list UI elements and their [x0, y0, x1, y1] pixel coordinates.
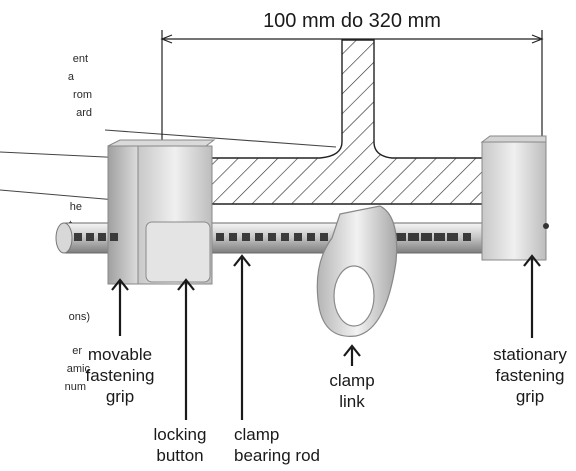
left-text-9: amic	[67, 363, 91, 375]
rod-hole	[86, 233, 94, 241]
arrow-movable-grip	[111, 278, 129, 336]
left-text-8: er	[72, 345, 82, 357]
rod-hole	[110, 233, 118, 241]
rod-hole	[421, 233, 429, 241]
left-text-1: ent	[73, 53, 88, 65]
dimension-line: 100 mm do 320 mm	[160, 10, 544, 150]
label-link-line-1: clamp	[329, 371, 374, 390]
stationary-grip-pin	[543, 223, 549, 229]
dimension-label: 100 mm do 320 mm	[263, 10, 441, 32]
rod-adjustment-holes	[216, 233, 471, 241]
movable-grip-rod-holes	[74, 233, 118, 241]
left-text-3: rom	[73, 89, 92, 101]
label-stationary-line-2: fastening	[496, 366, 565, 385]
left-annotation-text: ent a rom ard he t ons) er amic num	[65, 53, 92, 393]
part-labels: movable fastening grip locking button cl…	[86, 345, 568, 465]
label-link-line-2: link	[339, 392, 365, 411]
arrow-clamp-rod	[233, 254, 251, 420]
rod-hole	[281, 233, 289, 241]
rod-hole	[408, 233, 416, 241]
rod-hole	[255, 233, 263, 241]
callout-arrows	[111, 254, 541, 420]
label-stationary-line-3: grip	[516, 387, 544, 406]
clamp-link-eye	[333, 265, 375, 327]
rod-hole	[294, 233, 302, 241]
label-rod-line-1: clamp	[234, 425, 279, 444]
label-locking-line-1: locking	[154, 425, 207, 444]
left-text-10: num	[65, 381, 86, 393]
rod-hole	[74, 233, 82, 241]
locking-button-face	[145, 221, 211, 283]
rod-end-cap	[55, 222, 73, 254]
label-locking-line-2: button	[156, 446, 203, 465]
left-text-5: he	[70, 201, 82, 213]
leader-line-3	[0, 189, 117, 201]
movable-grip-top	[107, 139, 216, 147]
rod-hole	[268, 233, 276, 241]
label-stationary-line-1: stationary	[493, 345, 567, 364]
stationary-grip-top	[480, 135, 547, 143]
clamp-link	[316, 205, 398, 337]
rod-hole	[98, 233, 106, 241]
rod-hole	[320, 233, 328, 241]
movable-fastening-grip	[74, 139, 216, 285]
movable-grip-side	[107, 145, 139, 285]
leader-line-1	[104, 129, 337, 148]
rod-hole	[447, 233, 455, 241]
rod-hole	[242, 233, 250, 241]
left-text-2: a	[68, 71, 75, 83]
stationary-grip-front	[481, 141, 547, 261]
rod-hole	[216, 233, 224, 241]
rod-hole	[395, 233, 403, 241]
arrow-stationary-grip	[523, 254, 541, 338]
label-movable-line-2: fastening	[86, 366, 155, 385]
rod-hole	[307, 233, 315, 241]
dimension-arrow-left	[160, 34, 173, 44]
left-text-4: ard	[76, 107, 92, 119]
rod-hole	[463, 233, 471, 241]
left-text-7: ons)	[69, 311, 90, 323]
rod-hole	[434, 233, 442, 241]
leader-lines	[0, 129, 337, 201]
dimension-arrow-right	[531, 34, 544, 44]
stationary-fastening-grip	[480, 135, 549, 261]
label-movable-line-1: movable	[88, 345, 152, 364]
arrow-locking-button	[177, 278, 195, 420]
arrow-clamp-link	[343, 344, 361, 366]
leader-line-2	[0, 151, 127, 159]
rod-hole	[229, 233, 237, 241]
label-movable-line-3: grip	[106, 387, 134, 406]
label-rod-line-2: bearing rod	[234, 446, 320, 465]
